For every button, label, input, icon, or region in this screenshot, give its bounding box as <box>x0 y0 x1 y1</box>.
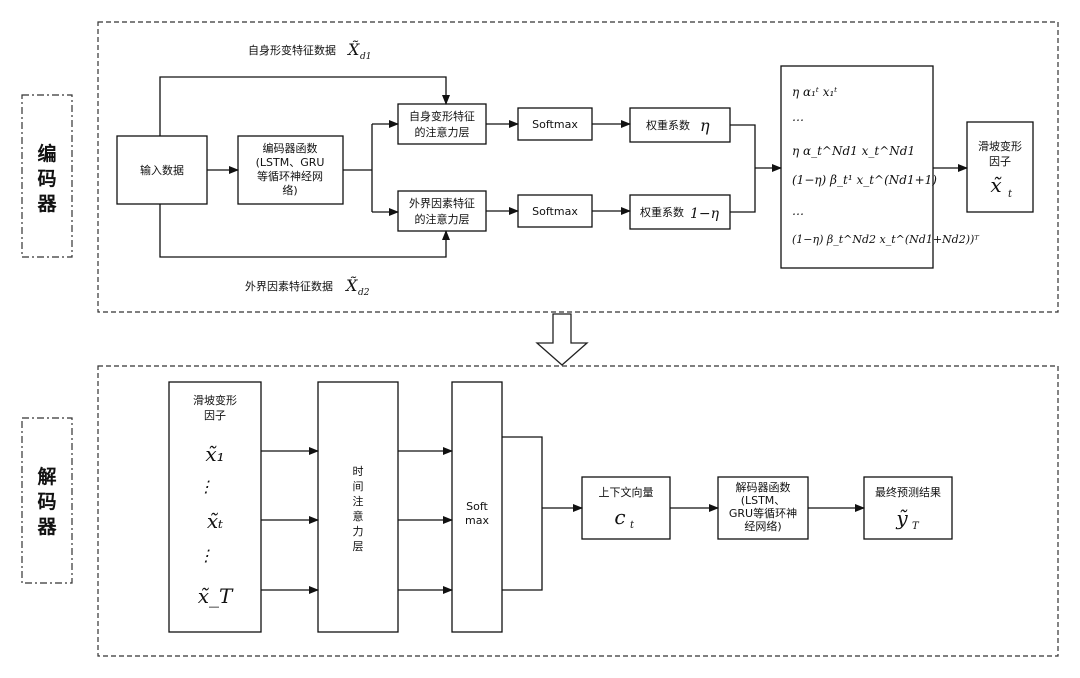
encoder-output-box <box>966 121 1034 213</box>
svg-text:的注意力层: 的注意力层 <box>415 125 470 139</box>
svg-text:…: … <box>792 204 804 218</box>
svg-text:因子: 因子 <box>989 155 1011 168</box>
svg-text:器: 器 <box>36 193 57 215</box>
svg-text:ỹ: ỹ <box>895 506 908 530</box>
svg-text:器: 器 <box>36 516 57 538</box>
weight-eta-label: 权重系数 η <box>646 116 710 135</box>
svg-text:外界因素特征: 外界因素特征 <box>409 196 475 210</box>
svg-text:等循环神经网: 等循环神经网 <box>257 169 323 183</box>
svg-text:(LSTM、GRU: (LSTM、GRU <box>256 156 325 169</box>
svg-text:(LSTM、: (LSTM、 <box>741 494 786 507</box>
svg-text:权重系数: 权重系数 <box>646 118 690 132</box>
svg-text:自身变形特征: 自身变形特征 <box>409 109 475 123</box>
weight-one-minus-eta-box <box>629 194 731 230</box>
encoder-output-label: 滑坡变形 因子 x̃ t <box>978 139 1022 200</box>
svg-text:η α₁ᵗ x₁ᵗ: η α₁ᵗ x₁ᵗ <box>792 85 837 99</box>
input-data-box <box>116 135 208 205</box>
svg-text:x̃₁: x̃₁ <box>205 442 224 466</box>
svg-text:X̃: X̃ <box>346 40 360 59</box>
temporal-attention-layer-box <box>317 381 399 633</box>
svg-text:因子: 因子 <box>204 409 226 422</box>
softmax-label-top: Softmax <box>532 118 578 131</box>
svg-text:T: T <box>912 521 920 532</box>
self-attention-layer-label: 自身变形特征 的注意力层 <box>409 109 475 139</box>
encoder-connectors <box>159 76 968 258</box>
encoder-function-label: 编码器函数 (LSTM、GRU 等循环神经网 络) <box>256 141 325 197</box>
decoder-input-sequence: x̃₁ ⋮ x̃ₜ ⋮ x̃_T <box>198 442 234 608</box>
encoder-label-frame <box>21 94 73 258</box>
external-attention-layer-label: 外界因素特征 的注意力层 <box>409 196 475 226</box>
softmax-label-bottom: Softmax <box>532 205 578 218</box>
svg-text:上下文向量: 上下文向量 <box>599 485 654 499</box>
svg-text:GRU等循环神: GRU等循环神 <box>729 506 797 520</box>
svg-text:意: 意 <box>353 509 364 523</box>
decoder-softmax-box <box>451 381 503 633</box>
decoder-input-factors-box <box>168 381 262 633</box>
svg-text:…: … <box>792 110 804 124</box>
encoder-dashed-frame <box>97 21 1059 313</box>
svg-text:Soft: Soft <box>466 500 488 513</box>
svg-text:t: t <box>1008 189 1013 200</box>
svg-text:⋮: ⋮ <box>198 546 214 565</box>
encoder-to-decoder-arrow <box>535 313 589 366</box>
svg-text:的注意力层: 的注意力层 <box>415 212 470 226</box>
svg-text:d1: d1 <box>360 52 372 62</box>
svg-text:⋮: ⋮ <box>198 477 214 496</box>
svg-text:x̃ₜ: x̃ₜ <box>207 509 223 533</box>
encoder-section-label: 编 码 器 <box>36 142 57 215</box>
svg-text:x̃: x̃ <box>990 173 1002 197</box>
svg-text:注: 注 <box>353 494 364 508</box>
svg-text:时: 时 <box>353 465 364 478</box>
svg-text:滑坡变形: 滑坡变形 <box>978 139 1022 153</box>
svg-text:码: 码 <box>37 491 56 513</box>
svg-text:(1−η) β_t^Nd2 x_t^(Nd1+Nd2))ᵀ: (1−η) β_t^Nd2 x_t^(Nd1+Nd2))ᵀ <box>792 233 980 246</box>
final-prediction-label: 最终预测结果 ỹ T <box>875 485 941 532</box>
svg-text:滑坡变形: 滑坡变形 <box>193 393 237 407</box>
input-data-label: 输入数据 <box>140 163 184 177</box>
svg-text:d2: d2 <box>358 288 370 298</box>
external-factor-feature-caption: 外界因素特征数据 X̃ d2 <box>245 276 370 298</box>
decoder-dashed-frame <box>97 365 1059 657</box>
svg-text:max: max <box>465 514 489 527</box>
decoder-softmax-label: Soft max <box>465 500 489 527</box>
svg-text:层: 层 <box>353 540 364 553</box>
weight-one-minus-eta-label: 权重系数 1−η <box>640 205 720 222</box>
temporal-attention-layer-label: 时 间 注 意 力 层 <box>353 465 364 553</box>
svg-text:经网络): 经网络) <box>744 519 781 533</box>
svg-text:解: 解 <box>37 465 56 488</box>
decoder-input-factors-label: 滑坡变形 因子 <box>193 393 237 422</box>
svg-text:力: 力 <box>353 525 364 538</box>
svg-text:码: 码 <box>37 168 56 190</box>
svg-text:最终预测结果: 最终预测结果 <box>875 485 941 499</box>
svg-text:x̃_T: x̃_T <box>198 584 234 608</box>
decoder-function-label: 解码器函数 (LSTM、 GRU等循环神 经网络) <box>729 480 797 533</box>
decoder-connectors <box>261 436 865 594</box>
decoder-section-label: 解 码 器 <box>36 465 57 538</box>
svg-text:(1−η) β_t¹ x_t^(Nd1+1): (1−η) β_t¹ x_t^(Nd1+1) <box>792 173 937 187</box>
self-deformation-feature-caption: 自身形变特征数据 X̃ d1 <box>248 40 372 62</box>
decoder-label-frame <box>21 417 73 584</box>
svg-text:c: c <box>614 505 625 529</box>
svg-text:t: t <box>630 520 635 531</box>
context-vector-box <box>581 476 671 540</box>
svg-text:η α_t^Nd1 x_t^Nd1: η α_t^Nd1 x_t^Nd1 <box>792 144 915 158</box>
svg-text:X̃: X̃ <box>344 276 358 295</box>
svg-text:η: η <box>700 116 710 135</box>
svg-text:络): 络) <box>282 183 297 197</box>
svg-text:间: 间 <box>353 480 364 493</box>
context-vector-label: 上下文向量 c t <box>599 485 654 531</box>
svg-text:权重系数: 权重系数 <box>640 205 684 219</box>
svg-text:解码器函数: 解码器函数 <box>736 480 791 494</box>
svg-text:1−η: 1−η <box>690 206 720 222</box>
weighted-feature-formula-box <box>780 65 934 269</box>
svg-text:编码器函数: 编码器函数 <box>263 141 318 155</box>
weighted-feature-formulas: η α₁ᵗ x₁ᵗ … η α_t^Nd1 x_t^Nd1 (1−η) β_t¹… <box>792 85 980 246</box>
svg-text:外界因素特征数据: 外界因素特征数据 <box>245 279 333 293</box>
svg-text:编: 编 <box>37 142 56 165</box>
svg-text:自身形变特征数据: 自身形变特征数据 <box>248 43 336 57</box>
